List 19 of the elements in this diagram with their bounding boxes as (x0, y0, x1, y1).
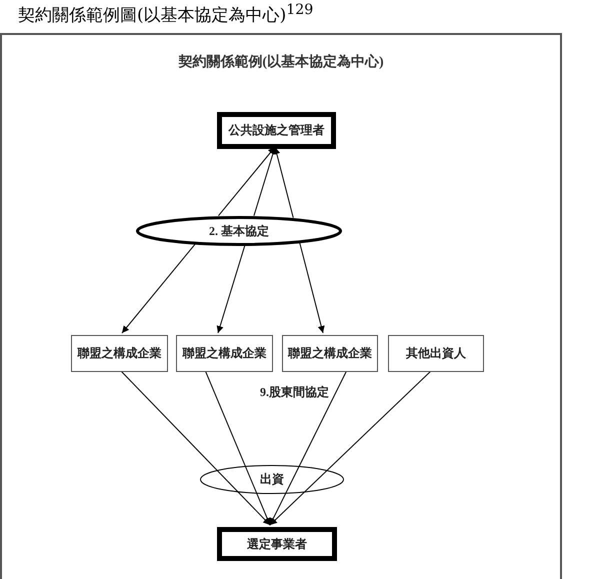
arrow (270, 464, 300, 526)
entity-box: 選定事業者 (217, 527, 337, 561)
diagram-heading: 契約關係範例(以基本協定為中心) (178, 55, 384, 70)
agreement-ellipse: 出資 (199, 464, 345, 495)
entity-box: 聯盟之構成企業 (71, 335, 168, 372)
arrow (214, 468, 270, 526)
arrow (273, 146, 294, 218)
entity-box: 聯盟之構成企業 (282, 335, 378, 372)
arrow (244, 464, 271, 526)
figure-title: 契約關係範例圖(以基本協定為中心)$^{129}$ (18, 2, 314, 27)
entity-box: 其他出資人 (388, 335, 484, 372)
agreement-label: 9.股東間協定 (260, 384, 329, 401)
arrow (218, 146, 276, 216)
entity-box: 聯盟之構成企業 (176, 335, 273, 372)
agreement-ellipse: 2. 基本協定 (136, 216, 342, 246)
entity-box: 公共設施之管理者 (217, 112, 336, 149)
arrow (270, 468, 329, 526)
arrow (253, 146, 276, 216)
diagram-frame (0, 33, 562, 579)
